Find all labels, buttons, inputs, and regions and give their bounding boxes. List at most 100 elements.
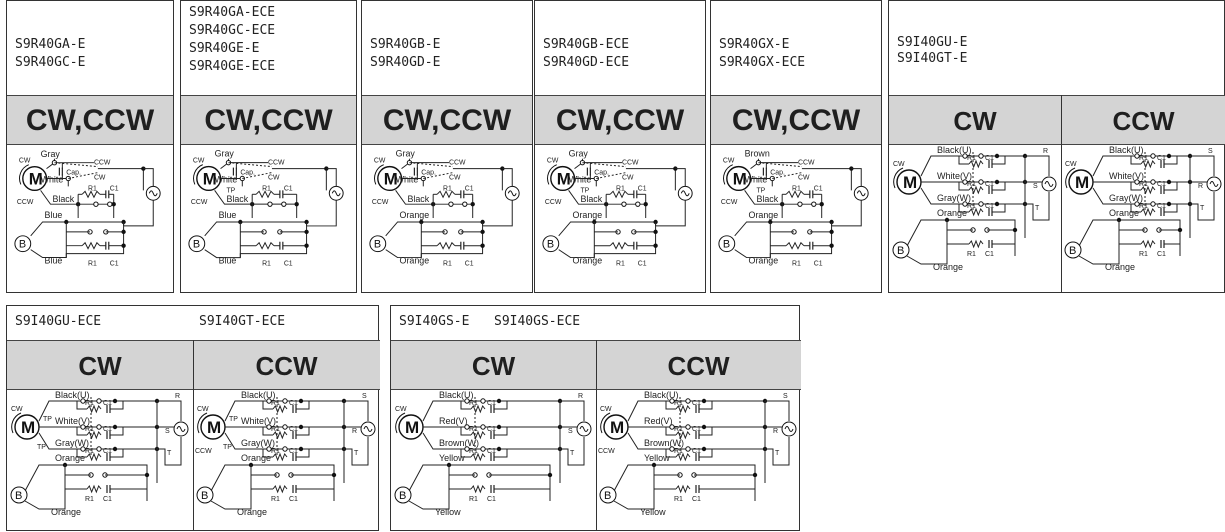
wire xyxy=(750,158,798,169)
c1-label: C1 xyxy=(638,185,647,192)
model-name: S9R40GX-ECE xyxy=(719,55,806,70)
c1-label: C1 xyxy=(103,496,112,503)
wire xyxy=(40,190,114,205)
rotation-arrow-icon xyxy=(374,164,384,185)
direction-label: CCW xyxy=(721,199,738,206)
switch-contact xyxy=(448,201,454,207)
c1-label: C1 xyxy=(103,426,112,433)
junction-dot xyxy=(121,229,126,235)
c1-label: C1 xyxy=(692,426,701,433)
wire xyxy=(758,162,802,168)
junction-dot xyxy=(849,166,854,171)
cap-label: Cap. xyxy=(421,170,436,177)
brake-icon xyxy=(14,235,32,253)
wire xyxy=(699,449,713,458)
wire-label: White xyxy=(41,174,64,184)
switch-contact xyxy=(685,424,691,430)
wire xyxy=(665,401,676,410)
switch-contact xyxy=(107,201,113,207)
switch-contact xyxy=(1150,201,1156,207)
direction-label: CCW xyxy=(17,199,34,206)
c1-label: C1 xyxy=(1157,251,1166,258)
terminal-label: T xyxy=(570,450,575,457)
wire-label: Black(U) xyxy=(937,146,972,155)
r1-label: R1 xyxy=(443,260,452,267)
brake-label: B xyxy=(723,239,730,251)
wire-label: White(V) xyxy=(241,416,276,426)
brake-icon xyxy=(188,235,206,253)
wire xyxy=(494,427,508,436)
model-name: S9I40GT-E xyxy=(897,51,968,66)
junction-dot xyxy=(112,398,118,404)
terminal-label: R xyxy=(175,393,180,400)
switch-contact xyxy=(1150,179,1156,185)
switch-contact xyxy=(282,446,288,452)
switch-contact xyxy=(464,446,470,452)
resistor-r1 xyxy=(272,484,288,494)
wire-label: Black xyxy=(52,194,74,204)
wire xyxy=(296,449,310,458)
resistor-r1 xyxy=(81,190,101,199)
wire xyxy=(665,427,676,436)
model-name: S9I40GU-E xyxy=(897,35,968,50)
resistor-r1 xyxy=(785,241,805,250)
brake-icon xyxy=(1064,241,1082,259)
wire xyxy=(110,401,124,410)
junction-dot xyxy=(496,446,502,452)
terminal-label: T xyxy=(354,450,359,457)
switch-contact xyxy=(96,446,102,452)
motor-label: M xyxy=(21,418,35,437)
wire xyxy=(460,449,471,458)
terminal-label: R xyxy=(352,428,357,435)
wire xyxy=(123,200,154,227)
switch-contact xyxy=(1134,179,1140,185)
wire-label: White xyxy=(569,174,592,184)
junction-dot xyxy=(829,229,834,235)
junction-dot xyxy=(819,202,824,207)
rotation-band: CW,CCW xyxy=(181,95,356,145)
switch-contact xyxy=(1150,153,1156,159)
resistor-r1 xyxy=(86,452,102,462)
wire xyxy=(772,172,803,179)
panel-divider xyxy=(596,340,597,530)
rotation-arrow-icon xyxy=(893,167,904,189)
junction-dot xyxy=(121,243,126,248)
junction-dot xyxy=(1166,153,1172,159)
wire xyxy=(906,255,948,265)
wire xyxy=(494,449,508,458)
r1-label: R1 xyxy=(271,426,280,433)
switch-contact xyxy=(80,446,86,452)
switch-contact xyxy=(669,446,675,452)
resistor-r1 xyxy=(968,159,984,169)
wire xyxy=(627,432,765,450)
switch-contact xyxy=(51,160,58,166)
ac-wave xyxy=(331,190,341,197)
resistor-r1 xyxy=(968,239,984,249)
junction-dot xyxy=(298,424,304,430)
switch-contact xyxy=(93,201,99,207)
junction-dot xyxy=(470,202,475,207)
junction-dot xyxy=(144,472,150,478)
motor-label: M xyxy=(610,418,624,437)
wire xyxy=(204,221,308,259)
ac-wave xyxy=(784,426,794,432)
wire xyxy=(401,158,449,169)
c1-label: C1 xyxy=(284,260,293,267)
wire xyxy=(582,162,626,168)
tp-label: TP xyxy=(43,416,52,423)
model-name: S9R40GC-E xyxy=(15,55,86,70)
rotation-band-cw: CW xyxy=(889,95,1061,145)
c1-label: C1 xyxy=(692,448,701,455)
r1-label: R1 xyxy=(792,260,801,267)
switch-contact xyxy=(962,179,968,185)
wire-label: White(V) xyxy=(937,171,972,181)
resistor-r1 xyxy=(675,404,691,414)
switch-contact xyxy=(225,159,232,166)
direction-label: CCW xyxy=(545,199,562,206)
r1-label: R1 xyxy=(85,496,94,503)
wire xyxy=(1130,204,1141,213)
